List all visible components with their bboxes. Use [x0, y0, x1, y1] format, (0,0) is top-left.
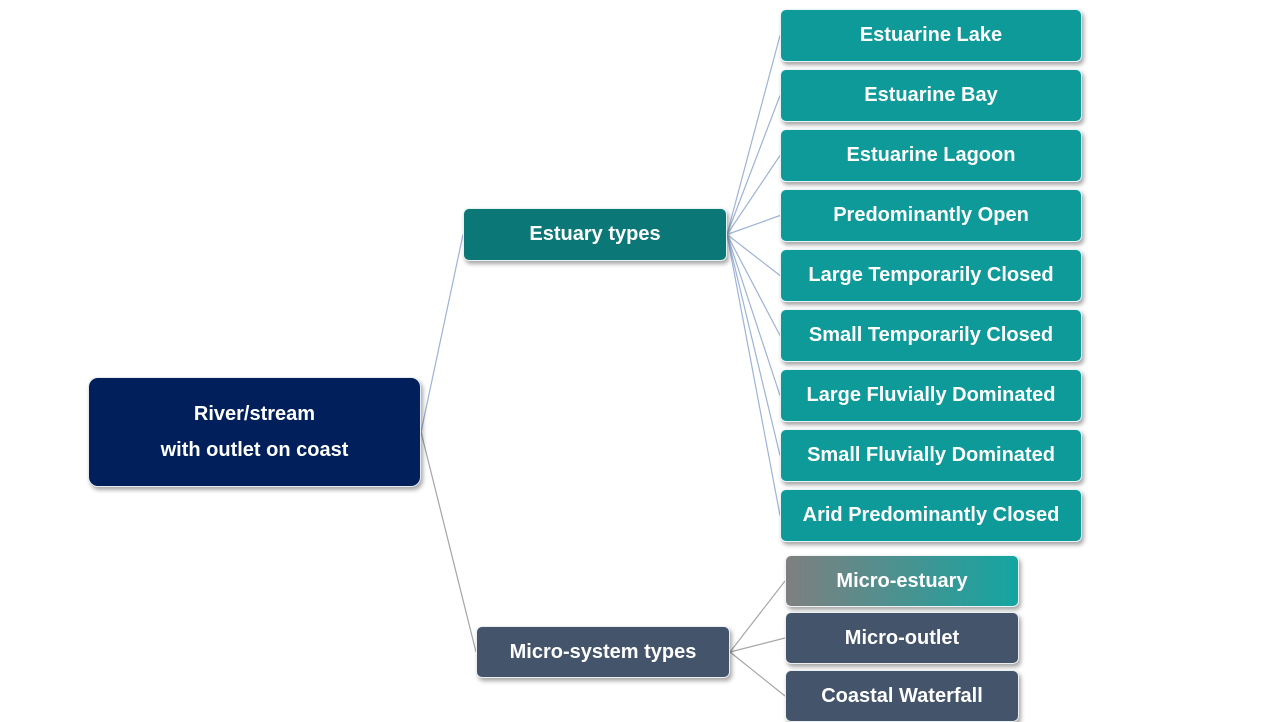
- estuary-type-label: Estuarine Lake: [859, 24, 1003, 46]
- estuary-type-node: Large Fluvially Dominated: [780, 369, 1082, 422]
- connector-root-estuary: [420, 234, 464, 433]
- connector-estuary-leaf: [726, 234, 781, 396]
- connector-estuary-leaf: [726, 234, 781, 276]
- connector-micro-leaf: [729, 580, 786, 653]
- connector-estuary-leaf: [726, 234, 781, 336]
- estuary-type-node: Estuarine Lake: [780, 9, 1082, 62]
- estuary-type-label: Large Fluvially Dominated: [806, 384, 1056, 406]
- estuary-type-node: Estuarine Bay: [780, 69, 1082, 122]
- connector-estuary-leaf: [726, 155, 781, 235]
- connector-estuary-leaf: [726, 35, 781, 235]
- micro-type-node: Micro-outlet: [785, 612, 1019, 664]
- micro-type-node: Micro-estuary: [785, 555, 1019, 607]
- estuary-type-label: Large Temporarily Closed: [808, 264, 1054, 286]
- estuary-type-label: Small Fluvially Dominated: [807, 444, 1055, 466]
- estuary-type-label: Small Temporarily Closed: [808, 324, 1054, 346]
- micro-type-label: Coastal Waterfall: [821, 684, 983, 707]
- connector-root-micro: [420, 431, 477, 653]
- estuary-types-label: Estuary types: [529, 223, 661, 245]
- connector-micro-leaf: [729, 637, 786, 653]
- root-node: River/stream with outlet on coast: [88, 377, 421, 487]
- connector-estuary-leaf: [726, 214, 781, 236]
- connector-estuary-leaf: [726, 234, 781, 516]
- estuary-type-node: Small Fluvially Dominated: [780, 429, 1082, 482]
- connector-micro-leaf: [729, 651, 786, 697]
- estuary-type-node: Arid Predominantly Closed: [780, 489, 1082, 542]
- estuary-type-node: Predominantly Open: [780, 189, 1082, 242]
- root-label-line1: River/stream: [193, 403, 316, 425]
- micro-type-node: Coastal Waterfall: [785, 670, 1019, 722]
- micro-system-types-node: Micro-system types: [476, 626, 730, 678]
- estuary-type-label: Predominantly Open: [833, 204, 1029, 226]
- connector-estuary-leaf: [726, 95, 781, 235]
- micro-system-types-label: Micro-system types: [509, 640, 697, 663]
- estuary-type-label: Estuarine Bay: [864, 84, 998, 106]
- micro-type-label: Micro-estuary: [836, 569, 968, 592]
- micro-type-label: Micro-outlet: [844, 626, 960, 649]
- estuary-type-node: Large Temporarily Closed: [780, 249, 1082, 302]
- estuary-type-node: Small Temporarily Closed: [780, 309, 1082, 362]
- root-label-line2: with outlet on coast: [160, 439, 349, 461]
- connector-estuary-leaf: [726, 234, 781, 456]
- estuary-types-node: Estuary types: [463, 208, 727, 261]
- estuary-type-label: Estuarine Lagoon: [846, 144, 1016, 166]
- estuary-type-node: Estuarine Lagoon: [780, 129, 1082, 182]
- estuary-type-label: Arid Predominantly Closed: [802, 504, 1060, 526]
